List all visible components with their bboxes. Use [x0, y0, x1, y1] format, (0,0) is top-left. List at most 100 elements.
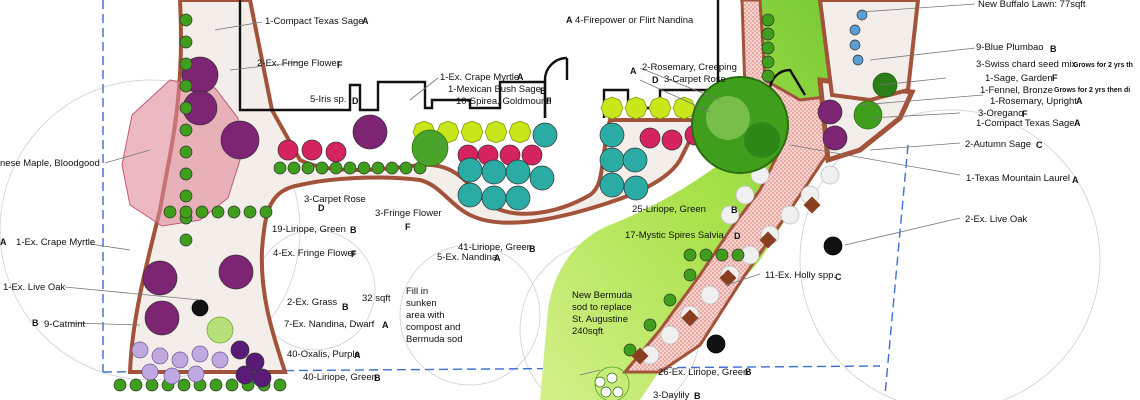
sage-plant-icon [853, 100, 883, 130]
label-rosemary-creeping: 2-Rosemary, Creeping [642, 62, 737, 73]
label-bermuda-line-3: St. Augustine [572, 314, 628, 325]
code-blue-plumbago: B [1050, 44, 1057, 54]
teal-shrub [481, 185, 507, 211]
liriope-plant [683, 248, 697, 262]
liriope-plant [301, 161, 315, 175]
teal-shrub [599, 147, 625, 173]
label-oxalis: 40-Oxalis, Purple [287, 349, 360, 360]
label-crape-myrtle-left: 1-Ex. Crape Myrtle [16, 237, 95, 248]
liriope-plant [273, 378, 287, 392]
liriope-plant [179, 205, 193, 219]
label-rosemary-upright: 1-Rosemary, Upright [990, 96, 1077, 107]
liriope-plant [371, 161, 385, 175]
label-carpet-rose-top: 3-Carpet Rose [664, 74, 726, 85]
rosemary-plant [872, 72, 898, 98]
label-compact-texas-sage-top: 1-Compact Texas Sage [265, 16, 364, 27]
spirea-shrub [600, 96, 624, 120]
code-carpet-rose-mid: D [318, 203, 325, 213]
code-texas-mountain-laurel: A [1072, 175, 1079, 185]
spirea-shrub [508, 120, 532, 144]
liriope-plant [179, 35, 193, 49]
label-fringe-flower-mid: 3-Fringe Flower [375, 208, 442, 219]
label-liriope-41: 41-Liriope, Green [458, 242, 532, 253]
liriope-plant [273, 161, 287, 175]
code-fringe-flower-mid: F [405, 222, 411, 232]
code-iris: D [352, 96, 359, 106]
blue-plumbago-plant [856, 9, 868, 21]
magenta-flower [521, 144, 543, 166]
catmint-plant [171, 351, 189, 369]
magenta-flower [325, 141, 347, 163]
label-liriope-19: 19-Liriope, Green [272, 224, 346, 235]
teal-shrub [457, 182, 483, 208]
label-carpet-rose-mid: 3-Carpet Rose [304, 194, 366, 205]
liriope-plant [145, 378, 159, 392]
liriope-plant [179, 101, 193, 115]
teal-shrub [622, 147, 648, 173]
spirea-shrub [460, 120, 484, 144]
magenta-flower [301, 139, 323, 161]
code-liriope-19: B [350, 225, 357, 235]
code-spirea: F [546, 96, 552, 106]
liriope-plant [315, 161, 329, 175]
holly-icon [759, 231, 777, 249]
magenta-flower [639, 127, 661, 149]
liriope-plant [113, 378, 127, 392]
liriope-plant [761, 69, 775, 83]
liriope-plant [163, 205, 177, 219]
label-mystic-spires: 17-Mystic Spires Salvia [625, 230, 724, 241]
catmint-plant [131, 341, 149, 359]
liriope-plant [195, 205, 209, 219]
live-oak-icon [191, 299, 209, 317]
stepping-stone [700, 285, 720, 305]
spirea-shrub [484, 120, 508, 144]
code-fringe-flower-top: F [337, 60, 343, 70]
catmint-plant [151, 347, 169, 365]
label-catmint: 9-Catmint [44, 319, 86, 330]
daylily-icon [594, 366, 630, 400]
label-holly: 11-Ex. Holly spp. [765, 270, 836, 281]
liriope-plant [243, 205, 257, 219]
texas-mountain-laurel-icon [691, 76, 789, 174]
teal-shrub [623, 175, 649, 201]
plant-symbols [113, 9, 898, 400]
leader-lines [64, 3, 984, 376]
liriope-plant [683, 268, 697, 282]
catmint-plant [187, 365, 205, 383]
label-fringe-flower-top: 2-Ex. Fringe Flower [257, 58, 340, 69]
liriope-plant [211, 205, 225, 219]
magenta-flower [277, 139, 299, 161]
label-bermuda-line-1: New Bermuda [572, 290, 633, 301]
liriope-plant [177, 378, 191, 392]
liriope-plant [227, 205, 241, 219]
label-liriope-40: 40-Liriope, Green [303, 372, 377, 383]
label-nandina-dwarf: 7-Ex. Nandina, Dwarf [284, 319, 375, 330]
code-carpet-rose-top: D [652, 75, 659, 85]
liriope-plant [179, 13, 193, 27]
stepping-stone [820, 165, 840, 185]
liriope-plant [209, 378, 223, 392]
label-fringe-flower-4: 4-Ex. Fringe Flower [273, 248, 356, 259]
spirea-shrub [648, 96, 672, 120]
label-mexican-bush-sage: 1-Mexican Bush Sage [448, 84, 541, 95]
stepping-stone [720, 205, 740, 225]
label-live-oak-left: 1-Ex. Live Oak [3, 282, 66, 293]
stepping-stones [640, 165, 840, 365]
label-fennel-bronze: 1-Fennel, Bronze [980, 85, 1053, 96]
liriope-plant [761, 55, 775, 69]
label-swiss-chard: 3-Swiss chard seed mix [976, 59, 1077, 70]
note-fill-line-3: area with [406, 310, 445, 321]
liriope-plant [179, 189, 193, 203]
code-compact-texas-sage-top: A [362, 16, 369, 26]
label-iris: 5-Iris sp. [310, 94, 346, 105]
label-grass: 2-Ex. Grass [287, 297, 337, 308]
liriope-plant [663, 293, 677, 307]
daylily-icon [600, 386, 612, 398]
live-oak-icon [823, 236, 843, 256]
liriope-plant [643, 318, 657, 332]
code-autumn-sage: C [1036, 140, 1043, 150]
stepping-stone [735, 185, 755, 205]
magenta-flower [661, 129, 683, 151]
label-autumn-sage: 2-Autumn Sage [965, 139, 1031, 150]
note-fill-line-1: Fill in [406, 286, 428, 297]
